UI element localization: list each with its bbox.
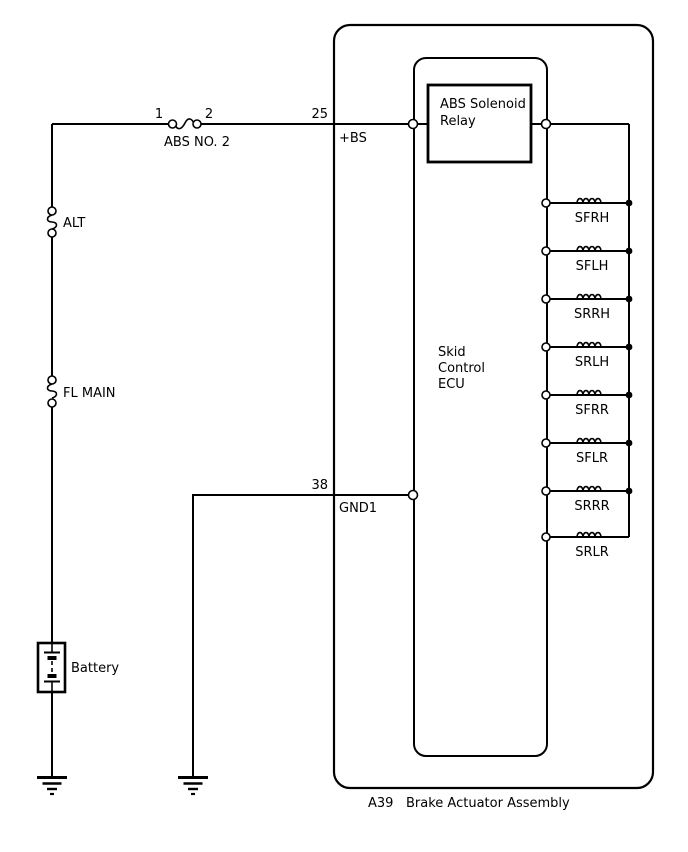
battery-label: Battery: [71, 661, 119, 676]
solenoid-label: SRRH: [574, 307, 610, 322]
solenoid-row-sflr: SFLR: [541, 437, 633, 466]
fusible-link-fl-main-icon: [46, 375, 58, 408]
ground-icon: [178, 776, 208, 796]
inductor-icon: [576, 389, 602, 396]
solenoid-label: SRLR: [575, 545, 609, 560]
solenoid-label: SFRR: [575, 403, 609, 418]
assembly-name: Brake Actuator Assembly: [406, 796, 570, 811]
solenoid-label: SRLH: [575, 355, 609, 370]
ecu-label-line3: ECU: [438, 377, 465, 392]
inductor-icon: [576, 197, 602, 204]
solenoid-row-sfrh: SFRH: [541, 197, 633, 226]
relay-label-line2: Relay: [440, 114, 476, 129]
gnd1-terminal-label: GND1: [339, 501, 377, 516]
inductor-icon: [576, 341, 602, 348]
bs-terminal-label: +BS: [339, 131, 367, 146]
solenoid-row-srlh: SRLH: [541, 341, 633, 370]
terminal-25: [407, 118, 419, 130]
pin-25: 25: [311, 107, 328, 122]
brake-actuator-assembly-box: [332, 23, 655, 790]
battery-icon: [36, 641, 67, 694]
inductor-icon: [576, 531, 602, 538]
fuse-pin-1: 1: [155, 107, 163, 122]
terminal-38: [407, 489, 419, 501]
solenoid-row-sflh: SFLH: [541, 245, 633, 274]
power-wire: [51, 123, 630, 777]
solenoid-label: SFLR: [576, 451, 608, 466]
solenoid-row-srlr: SRLR: [541, 531, 629, 560]
solenoid-label: SFRH: [575, 211, 610, 226]
inductor-icon: [576, 293, 602, 300]
solenoid-label: SFLH: [576, 259, 609, 274]
fusible-link-alt-icon: [46, 206, 58, 238]
alt-label: ALT: [63, 216, 85, 231]
fuse-label: ABS NO. 2: [164, 135, 230, 150]
pin-38: 38: [311, 478, 328, 493]
abs-solenoid-relay-box: [426, 83, 533, 164]
fuse-icon: [167, 118, 202, 130]
fl-main-label: FL MAIN: [63, 386, 116, 401]
ground-icon: [37, 776, 67, 796]
fuse-pin-2: 2: [205, 107, 213, 122]
relay-label-line1: ABS Solenoid: [440, 97, 526, 112]
solenoid-row-sfrr: SFRR: [541, 389, 633, 418]
relay-output-terminal: [540, 118, 552, 130]
solenoid-row-srrr: SRRR: [541, 485, 633, 514]
inductor-icon: [576, 245, 602, 252]
assembly-ref: A39: [368, 796, 393, 811]
ecu-label-line1: Skid: [438, 345, 466, 360]
inductor-icon: [576, 437, 602, 444]
ground-wire: [192, 494, 413, 777]
ecu-label-line2: Control: [438, 361, 485, 376]
inductor-icon: [576, 485, 602, 492]
solenoid-label: SRRR: [574, 499, 609, 514]
solenoid-row-srrh: SRRH: [541, 293, 633, 322]
skid-control-ecu-box: [413, 57, 548, 757]
